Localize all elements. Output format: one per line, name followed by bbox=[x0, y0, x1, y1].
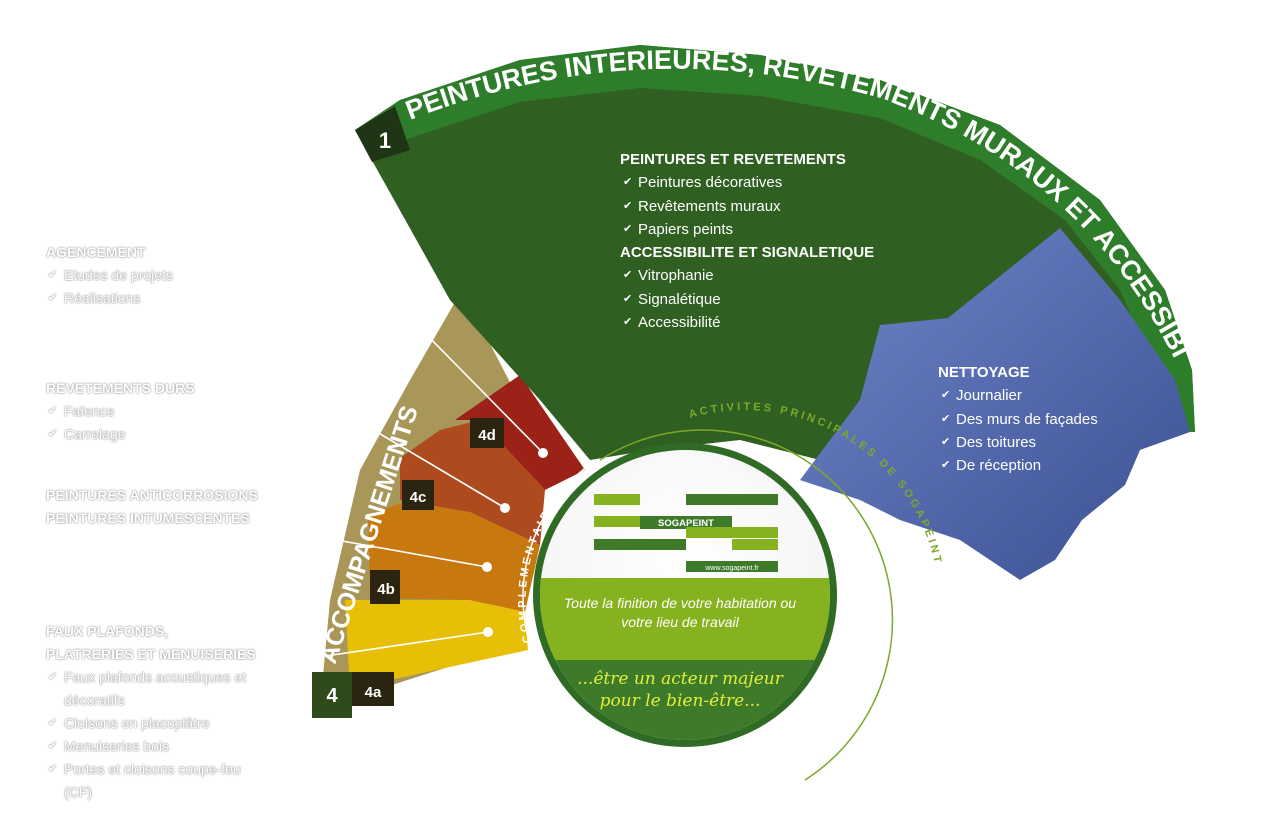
dot-4c bbox=[500, 503, 510, 513]
list-item: Accessibilité bbox=[620, 311, 920, 335]
list-accessibilite: Vitrophanie Signalétique Accessibilité bbox=[620, 264, 920, 334]
list-item: Réalisations bbox=[46, 287, 346, 310]
heading-faux-plafonds: FAUX PLAFONDS, bbox=[46, 623, 169, 639]
side-label-revetements-durs: REVETEMENTS DURS Faïence Carrelage bbox=[46, 377, 346, 446]
label-4a: 4a bbox=[365, 684, 382, 701]
list-item: Des toitures bbox=[938, 431, 1138, 455]
list-item: Carrelage bbox=[46, 423, 346, 446]
list-item: Menuiseries bois bbox=[46, 735, 266, 758]
dot-4d bbox=[538, 448, 548, 458]
label-4c: 4c bbox=[410, 489, 427, 506]
list-item: Portes et cloisons coupe-feu (CF) bbox=[46, 758, 266, 804]
list-item: Signalétique bbox=[620, 288, 920, 312]
list-item: Etudes de projets bbox=[46, 264, 346, 287]
list-revetements-durs: Faïence Carrelage bbox=[46, 400, 346, 446]
heading-accessibilite: ACCESSIBILITE ET SIGNALETIQUE bbox=[620, 244, 875, 262]
heading-nettoyage: NETTOYAGE bbox=[938, 364, 1030, 381]
label-4d: 4d bbox=[478, 427, 496, 444]
center-motto: ...être un acteur majeur pour le bien-êt… bbox=[577, 669, 783, 711]
website-text: www.sogapeint.fr bbox=[704, 565, 759, 572]
list-item: Papiers peints bbox=[620, 218, 920, 242]
number-4: 4 bbox=[326, 685, 338, 707]
heading-anticorrosions: PEINTURES ANTICORROSIONS bbox=[46, 487, 258, 503]
number-1: 1 bbox=[379, 128, 391, 153]
label-4b: 4b bbox=[377, 581, 395, 598]
heading-intumescentes: PEINTURES INTUMESCENTES bbox=[46, 510, 250, 526]
heading-platreries: PLATRERIES ET MENUISERIES bbox=[46, 646, 256, 662]
heading-agencement: AGENCEMENT bbox=[46, 244, 146, 260]
side-label-agencement: AGENCEMENT Etudes de projets Réalisation… bbox=[46, 241, 346, 310]
sub-ring-4c bbox=[400, 420, 545, 545]
logo-text: SOGAPEINT bbox=[658, 518, 714, 529]
number-badge-1 bbox=[355, 106, 410, 162]
list-faux-plafonds: Faux plafonds acoustiques et décoratifs … bbox=[46, 666, 266, 804]
heading-revetements-durs: REVETEMENTS DURS bbox=[46, 380, 195, 396]
center-tagline: Toute la finition de votre habitation ou… bbox=[563, 595, 797, 630]
side-label-peintures-anticorrosions: PEINTURES ANTICORROSIONS PEINTURES INTUM… bbox=[46, 484, 346, 530]
list-item: Peintures décoratives bbox=[620, 171, 920, 195]
dot-4b bbox=[482, 562, 492, 572]
panel-nettoyage: NETTOYAGE Journalier Des murs de façades… bbox=[938, 361, 1138, 478]
connector-lines bbox=[45, 261, 544, 664]
list-item: Cloisons en placoplâtre bbox=[46, 712, 266, 735]
panel-peintures-revetements: PEINTURES ET REVETEMENTS Peintures décor… bbox=[620, 148, 920, 335]
list-item: Revêtements muraux bbox=[620, 195, 920, 219]
list-item: De réception bbox=[938, 454, 1138, 478]
center-disc: SOGAPEINT www.sogapeint.fr bbox=[529, 443, 837, 747]
sogapeint-logo: SOGAPEINT www.sogapeint.fr bbox=[594, 494, 778, 572]
list-nettoyage: Journalier Des murs de façades Des toitu… bbox=[938, 384, 1138, 477]
sub-ring-4b bbox=[368, 500, 540, 612]
connector-dots bbox=[482, 448, 548, 637]
list-peintures-revetements: Peintures décoratives Revêtements muraux… bbox=[620, 171, 920, 241]
list-item: Vitrophanie bbox=[620, 264, 920, 288]
heading-peintures-revetements: PEINTURES ET REVETEMENTS bbox=[620, 151, 846, 168]
number-badge-4 bbox=[312, 672, 352, 718]
side-label-faux-plafonds: FAUX PLAFONDS, PLATRERIES ET MENUISERIES… bbox=[46, 620, 306, 804]
list-item: Faux plafonds acoustiques et décoratifs bbox=[46, 666, 266, 712]
list-agencement: Etudes de projets Réalisations bbox=[46, 264, 346, 310]
list-item: Des murs de façades bbox=[938, 408, 1138, 432]
sub-ring-4d bbox=[455, 375, 585, 490]
sub-ring-4a bbox=[345, 600, 528, 690]
list-item: Journalier bbox=[938, 384, 1138, 408]
list-item: Faïence bbox=[46, 400, 346, 423]
dot-4a bbox=[483, 627, 493, 637]
